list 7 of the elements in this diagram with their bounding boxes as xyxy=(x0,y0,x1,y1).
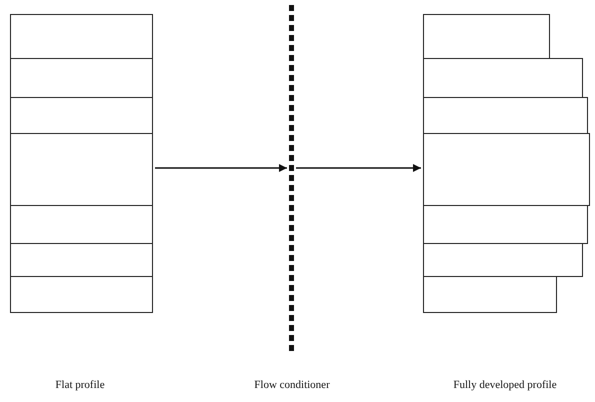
caption: Fully developed profile xyxy=(453,379,557,391)
caption: Flat profile xyxy=(55,379,105,391)
arrow xyxy=(296,164,421,172)
caption: Flow conditioner xyxy=(254,379,330,391)
arrow xyxy=(155,164,287,172)
velocity-profile-drawing xyxy=(423,14,590,312)
velocity-profile-drawing xyxy=(10,14,153,312)
